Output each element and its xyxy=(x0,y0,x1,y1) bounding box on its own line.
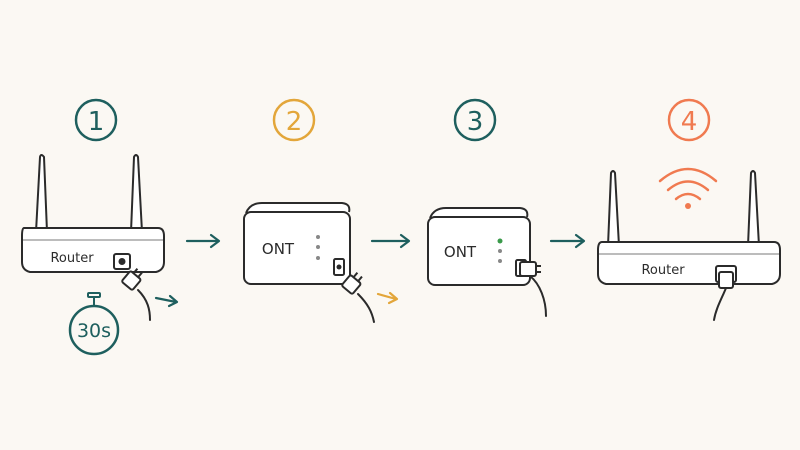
step-1: 1 Router xyxy=(21,98,179,356)
timer-label: 30s xyxy=(77,320,111,342)
step-3-number: 3 xyxy=(467,107,484,137)
power-plug-connected xyxy=(713,271,734,321)
step-3-badge: 3 xyxy=(453,98,497,142)
step-3: 3 ONT xyxy=(427,98,547,317)
step-2-badge: 2 xyxy=(272,98,316,142)
status-led-on xyxy=(497,238,503,244)
status-led xyxy=(316,245,320,249)
router-label: Router xyxy=(641,263,685,278)
stopwatch-icon: 30s xyxy=(68,292,120,356)
power-plug-connected xyxy=(519,261,547,317)
router-device: Router xyxy=(597,170,781,285)
unplug-arrow-icon xyxy=(376,291,399,305)
step-1-badge: 1 xyxy=(74,98,118,142)
status-led xyxy=(498,259,502,263)
status-led xyxy=(498,249,502,253)
step-4: 4 Router xyxy=(597,98,781,321)
router-label: Router xyxy=(50,251,94,266)
flow-arrow-icon xyxy=(185,233,221,249)
step-4-badge: 4 xyxy=(667,98,711,142)
power-plug-unplugged xyxy=(121,268,151,321)
ont-device: ONT xyxy=(243,202,351,285)
flow-arrow-icon xyxy=(549,233,586,249)
unplug-arrow-icon xyxy=(154,294,179,308)
router-device: Router xyxy=(21,154,165,273)
ont-label: ONT xyxy=(444,243,477,261)
step-1-number: 1 xyxy=(88,107,105,137)
flow-arrow-icon xyxy=(370,233,411,249)
power-plug-unplugged xyxy=(341,272,375,323)
step-2: 2 ONT xyxy=(243,98,399,323)
step-4-number: 4 xyxy=(681,107,698,137)
step-2-number: 2 xyxy=(286,107,303,137)
wifi-icon xyxy=(658,167,718,209)
ont-device: ONT xyxy=(427,207,531,286)
ont-label: ONT xyxy=(262,240,295,258)
status-led xyxy=(316,235,320,239)
status-led xyxy=(316,256,320,260)
